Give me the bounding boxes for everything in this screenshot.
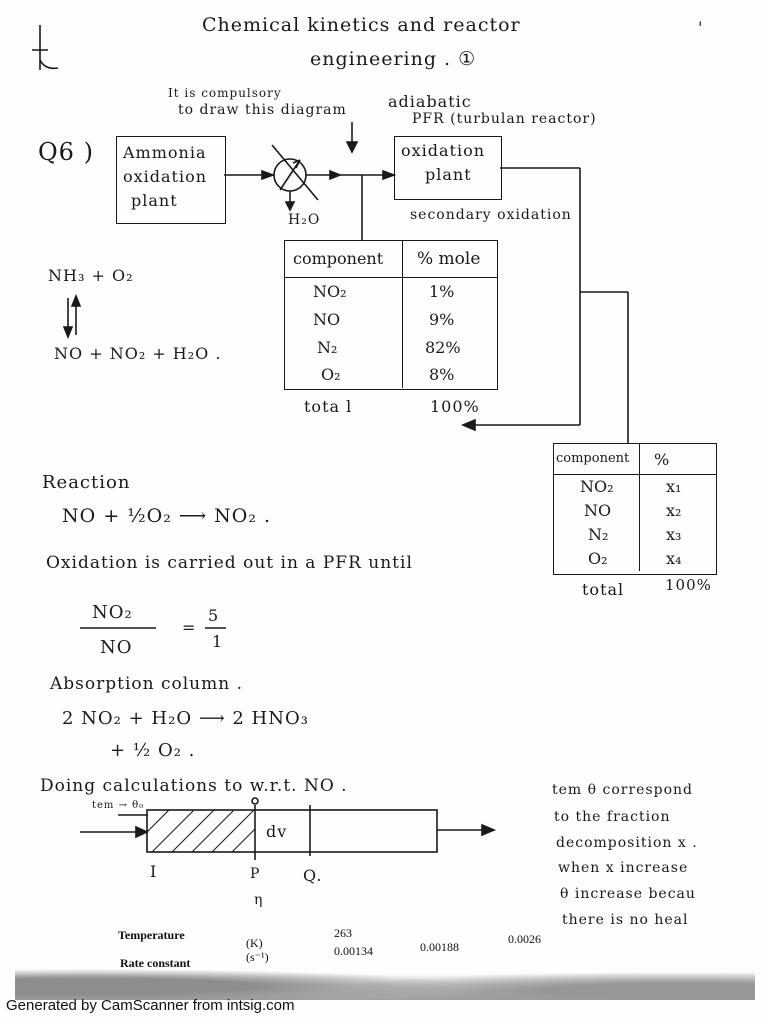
table2-cell-component: NO	[554, 499, 640, 523]
printed-rate-constant-label: Rate constant	[120, 956, 191, 970]
reactor-point-eta: η	[254, 892, 264, 908]
table1-row: NO₂ 1%	[285, 278, 497, 306]
note-adiabatic: adiabatic	[388, 92, 472, 111]
table1-row: NO 9%	[285, 306, 497, 334]
ammonia-products: NO + NO₂ + H₂O .	[54, 344, 222, 363]
table1-header-mole: % mole	[417, 249, 481, 269]
ammonia-reactants: NH₃ + O₂	[48, 266, 134, 285]
ratio-numerator: NO₂	[92, 602, 133, 623]
table2-cell-value: x₁	[666, 477, 682, 496]
composition-table-1: component % mole NO₂ 1% NO 9% N₂ 82% O₂ 8%	[284, 240, 498, 390]
camscanner-watermark: Generated by CamScanner from intsig.com	[6, 997, 295, 1014]
table1-row: N₂ 82%	[285, 334, 497, 362]
table1-cell-component: N₂	[285, 334, 403, 362]
table2-header-component: component	[554, 444, 640, 474]
note-compulsory-line2: to draw this diagram	[178, 102, 347, 118]
table2-row: O₂ x₄	[554, 547, 716, 571]
scan-noise	[15, 955, 755, 1000]
side-note-line: there is no heal	[562, 912, 689, 928]
printed-value-1: 0.00134	[334, 944, 373, 958]
table1-total-label: tota l	[304, 397, 353, 416]
oxidation-box-line1: oxidation	[401, 141, 486, 160]
water-outlet-label: H₂O	[288, 212, 321, 228]
secondary-oxidation-label: secondary oxidation	[410, 207, 572, 223]
corner-mark: '	[698, 18, 704, 37]
side-note-line: to the fraction	[554, 809, 671, 825]
table1-cell-value: 1%	[429, 282, 455, 301]
ratio-denominator: NO	[100, 637, 133, 658]
reactor-point-P: P	[250, 866, 261, 882]
ammonia-oxidation-plant-box: Ammonia oxidation plant	[116, 136, 226, 224]
table1-total-value: 100%	[430, 397, 480, 416]
ammonia-box-line3: plant	[131, 191, 178, 210]
composition-table-2: component % NO₂ x₁ NO x₂ N₂ x₃ O₂ x₄	[553, 443, 717, 575]
note-compulsory-line1: It is compulsory	[168, 86, 282, 100]
printed-temperature-label: Temperature	[118, 928, 185, 942]
reactor-point-I: I	[150, 862, 158, 881]
table1-cell-component: O₂	[285, 362, 403, 388]
page-title-line1: Chemical kinetics and reactor	[202, 14, 521, 36]
table1-cell-value: 9%	[429, 310, 455, 329]
inlet-temperature-label: tem → θ₀	[92, 800, 145, 811]
table1-header-component: component	[285, 241, 403, 277]
table2-row: NO x₂	[554, 499, 716, 523]
page-mark-stroke	[32, 25, 59, 70]
calculation-heading: Doing calculations to w.r.t. NO .	[40, 776, 348, 796]
side-note-line: tem θ correspond	[552, 782, 694, 798]
table2-cell-component: O₂	[554, 547, 640, 571]
ammonia-box-line1: Ammonia	[123, 143, 207, 162]
oxidation-plant-box: oxidation plant	[394, 136, 502, 200]
reaction-heading: Reaction	[42, 472, 131, 493]
reaction-equation: NO + ½O₂ ⟶ NO₂ .	[62, 505, 272, 527]
note-pfr: PFR (turbulan reactor)	[412, 111, 597, 127]
table1-cell-value: 82%	[425, 338, 461, 357]
table2-cell-value: x₂	[666, 501, 682, 520]
printed-temp-value: 263	[334, 926, 352, 940]
printed-k-unit: (K)	[246, 936, 263, 950]
oxidation-text: Oxidation is carried out in a PFR until	[46, 553, 413, 573]
table2-cell-component: N₂	[554, 523, 640, 547]
table1-row: O₂ 8%	[285, 362, 497, 388]
ratio-value-numerator: 5	[208, 606, 220, 625]
side-note-line: decomposition x .	[556, 835, 698, 851]
printed-value-3: 0.0026	[508, 932, 541, 946]
table2-cell-component: NO₂	[554, 475, 640, 499]
absorption-heading: Absorption column .	[50, 674, 244, 694]
ammonia-box-line2: oxidation	[123, 167, 208, 186]
table1-cell-component: NO₂	[285, 278, 403, 306]
volume-element-label: dv	[266, 822, 288, 841]
absorption-equation-line2: + ½ O₂ .	[110, 740, 196, 761]
ratio-equals: =	[182, 618, 197, 637]
table2-total-value: 100%	[665, 576, 712, 594]
table2-row: N₂ x₃	[554, 523, 716, 547]
question-label: Q6 )	[38, 138, 94, 166]
table1-cell-component: NO	[285, 306, 403, 334]
page-title-line2: engineering . ①	[310, 48, 477, 70]
printed-s-unit: (s⁻¹)	[246, 950, 269, 964]
table2-row: NO₂ x₁	[554, 475, 716, 499]
table1-cell-value: 8%	[429, 365, 455, 384]
absorption-equation-line1: 2 NO₂ + H₂O ⟶ 2 HNO₃	[62, 708, 309, 729]
side-note-line: when x increase	[558, 860, 689, 876]
printed-value-2: 0.00188	[420, 940, 459, 954]
side-note-line: θ increase becau	[560, 886, 696, 902]
oxidation-box-line2: plant	[425, 165, 472, 184]
reactor-point-Q: Q.	[303, 866, 323, 885]
ratio-value-denominator: 1	[212, 632, 224, 651]
table2-cell-value: x₃	[666, 525, 682, 544]
table2-total-label: total	[582, 580, 625, 599]
table2-header-percent: %	[654, 449, 670, 469]
table2-cell-value: x₄	[666, 549, 682, 568]
